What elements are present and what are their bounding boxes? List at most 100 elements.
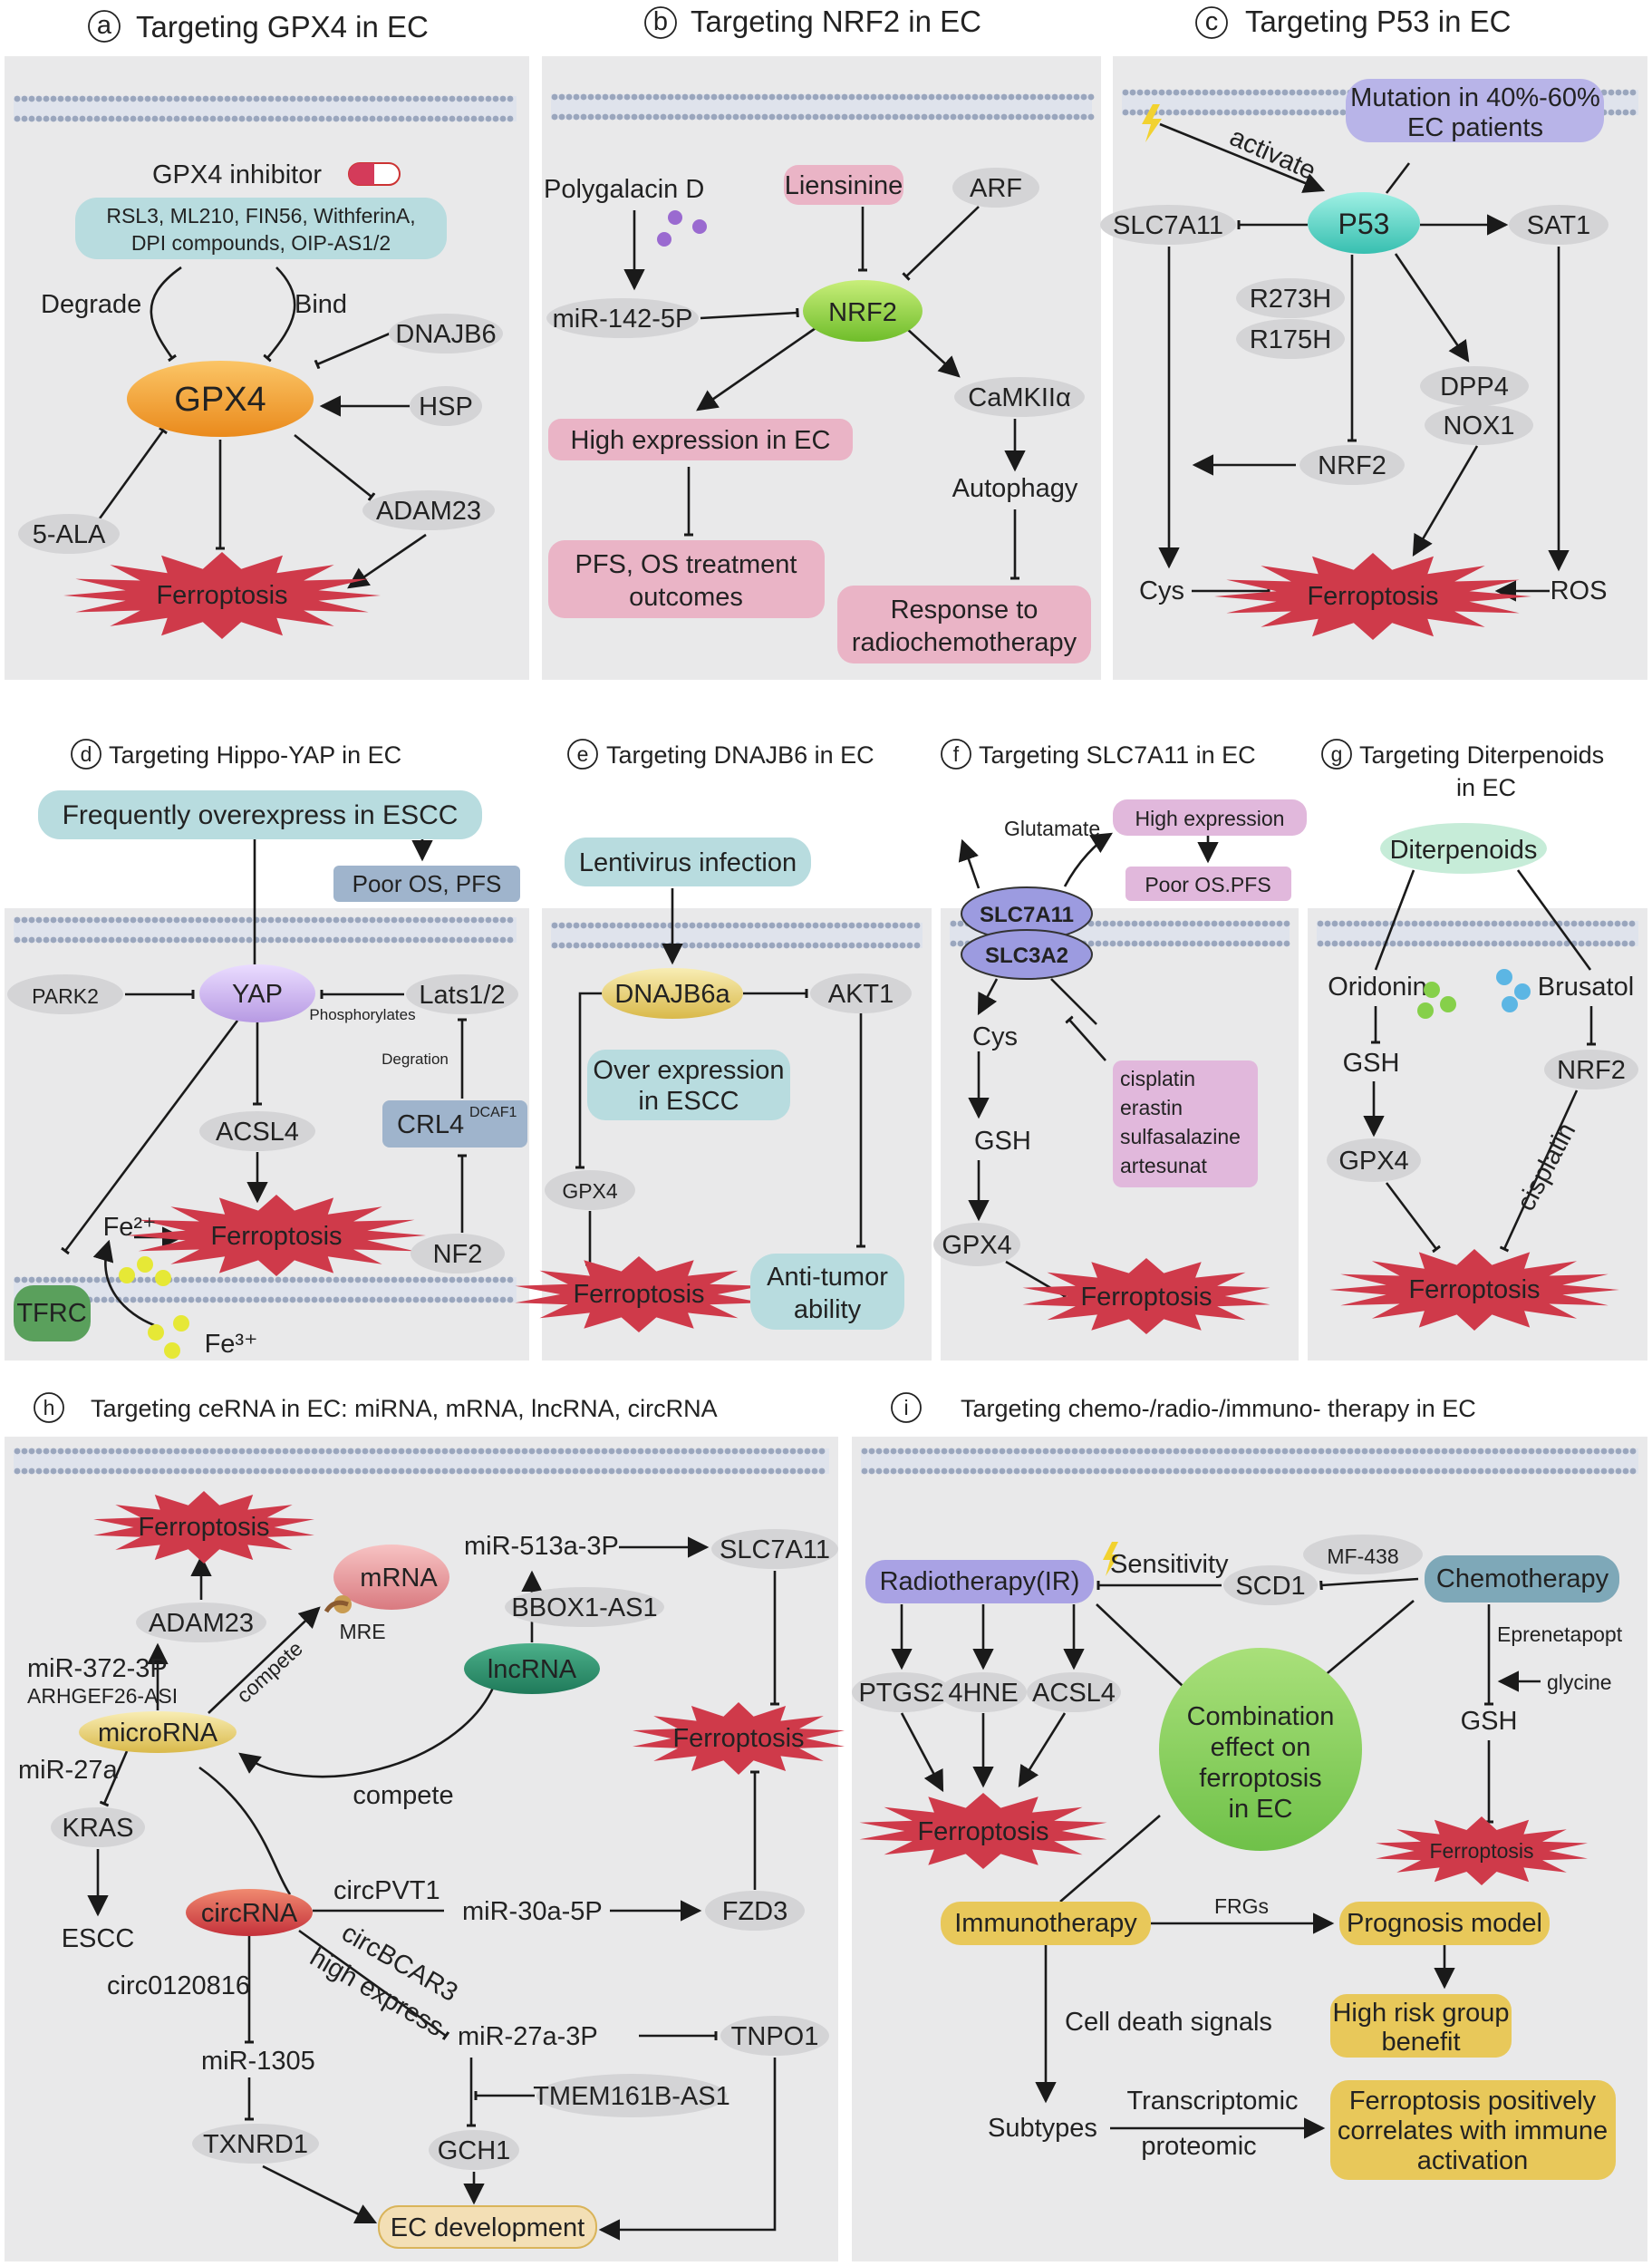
lipid-head xyxy=(861,1448,868,1455)
lipid-head xyxy=(565,1467,572,1475)
lipid-head xyxy=(340,1467,347,1475)
lipid-head xyxy=(1396,920,1404,927)
lipid-head xyxy=(1107,1467,1115,1475)
cell-membrane xyxy=(1317,920,1638,947)
panel-g: g Targeting Diterpenoids in EC Diterpeno… xyxy=(1321,739,1638,1304)
lipid-head xyxy=(1549,920,1556,927)
lipid-head xyxy=(391,916,398,924)
lipid-head xyxy=(405,95,412,102)
lipid-head xyxy=(282,1296,289,1303)
lipid-head xyxy=(1165,1467,1173,1475)
lipid-head xyxy=(217,115,224,122)
lipid-head xyxy=(231,1467,238,1475)
lipid-head xyxy=(1158,89,1165,96)
lipid-head xyxy=(130,115,137,122)
lipid-head xyxy=(1260,1467,1267,1475)
lipid-head xyxy=(470,916,478,924)
cell-membrane xyxy=(14,1276,517,1303)
lipid-head xyxy=(573,93,580,101)
lipid-head xyxy=(1093,1467,1100,1475)
fzd3-node xyxy=(705,1891,805,1931)
lipid-head xyxy=(1194,1467,1202,1475)
lipid-head xyxy=(1254,940,1261,947)
lipid-head xyxy=(1499,1467,1506,1475)
lipid-head xyxy=(64,1276,72,1283)
lipid-head xyxy=(1303,1467,1310,1475)
lipid-head xyxy=(224,1276,231,1283)
lipid-head xyxy=(347,1448,354,1455)
lipid-head xyxy=(587,922,594,929)
scd1-node xyxy=(1223,1565,1318,1605)
mir-513-label: miR-513a-3P xyxy=(464,1532,619,1561)
lipid-head xyxy=(159,1448,166,1455)
lipid-head xyxy=(427,1448,434,1455)
lipid-head xyxy=(72,1448,79,1455)
lipid-head xyxy=(383,1448,391,1455)
lipid-head xyxy=(805,93,812,101)
lipid-head xyxy=(267,1276,275,1283)
lipid-head xyxy=(499,1276,507,1283)
lipid-head xyxy=(195,1448,202,1455)
lipid-head xyxy=(644,1448,652,1455)
mutation-line1: Mutation in 40%-60% xyxy=(1350,83,1600,112)
lipid-head xyxy=(890,1467,897,1475)
lipid-head xyxy=(1013,1467,1020,1475)
lipid-head xyxy=(1629,89,1637,96)
gch1-label: GCH1 xyxy=(438,2136,511,2165)
lipid-head xyxy=(195,1276,202,1283)
lipid-head xyxy=(188,1467,195,1475)
lipid-head xyxy=(1232,920,1240,927)
lipid-head xyxy=(50,115,57,122)
lipid-head xyxy=(267,95,275,102)
ferroptosis-label: Ferroptosis xyxy=(1408,1275,1540,1304)
tnpo1-node xyxy=(720,2016,829,2056)
lipid-head xyxy=(253,1296,260,1303)
lipid-head xyxy=(246,1276,253,1283)
lipid-head xyxy=(884,922,892,929)
slc-glutamate-edge xyxy=(958,838,981,889)
lipid-head xyxy=(623,1448,630,1455)
lipid-head xyxy=(173,916,180,924)
lats-node xyxy=(406,974,518,1014)
lipid-head xyxy=(14,1276,21,1283)
lipid-head xyxy=(818,1467,826,1475)
lipid-head xyxy=(115,115,122,122)
lipid-head xyxy=(543,1467,550,1475)
panel-title: Targeting P53 in EC xyxy=(1245,5,1512,38)
lipid-head xyxy=(710,1448,717,1455)
lipid-head xyxy=(463,95,470,102)
lipid-head xyxy=(478,1296,485,1303)
lipid-head xyxy=(1368,1467,1376,1475)
adam23-node xyxy=(362,490,495,530)
lipid-head xyxy=(420,115,427,122)
panel-title: Targeting SLC7A11 in EC xyxy=(979,741,1256,769)
lipid-head xyxy=(151,916,159,924)
lipid-head xyxy=(173,1448,180,1455)
lipid-head xyxy=(921,113,928,121)
lipid-head xyxy=(202,115,209,122)
lipid-head xyxy=(906,113,913,121)
lipid-head xyxy=(64,916,72,924)
lipid-head xyxy=(1087,940,1095,947)
lipid-head xyxy=(478,95,485,102)
lipid-head xyxy=(28,1448,35,1455)
lipid-head xyxy=(703,942,710,949)
lipid-head xyxy=(1209,89,1216,96)
lipid-head xyxy=(1441,1448,1448,1455)
lipid-head xyxy=(1505,920,1512,927)
panel-letter-circle xyxy=(71,739,101,770)
lipid-head xyxy=(957,920,964,927)
lipid-head xyxy=(1035,1448,1042,1455)
liensinine-box xyxy=(784,165,903,205)
lipid-head xyxy=(108,1448,115,1455)
lipid-head xyxy=(202,1467,209,1475)
lipid-head xyxy=(971,93,979,101)
panel-letter: i xyxy=(903,1396,908,1419)
lipid-head xyxy=(1310,109,1318,116)
lipid-head xyxy=(681,93,689,101)
lipid-head xyxy=(130,916,137,924)
lipid-head xyxy=(1527,940,1534,947)
lipid-head xyxy=(159,916,166,924)
cys-label: Cys xyxy=(972,1022,1018,1051)
slc7a11-node xyxy=(1100,205,1236,245)
